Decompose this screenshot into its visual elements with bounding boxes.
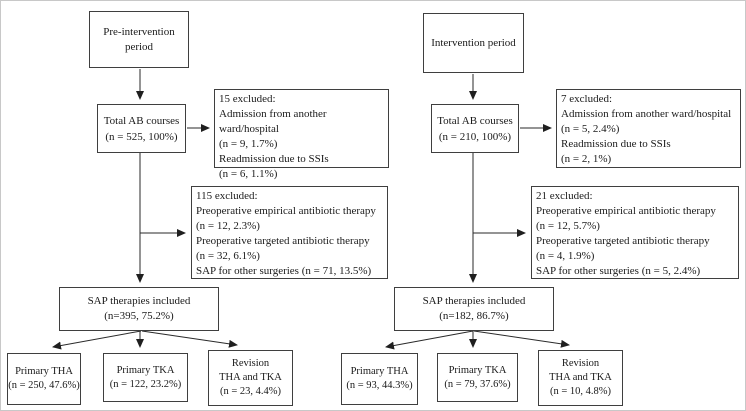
pre-total-title: Total AB courses xyxy=(103,114,180,127)
excluded-line: SAP for other surgeries (n = 5, 2.4%) xyxy=(536,265,701,277)
outcome-title: Primary THA xyxy=(350,366,409,377)
excluded-line: Readmission due to SSIs xyxy=(219,153,329,165)
outcome-count: (n = 23, 4.4%) xyxy=(219,386,282,397)
pre-primary-tka-box: Primary TKA (n = 122, 23.2%) xyxy=(103,353,188,402)
pre-period-box: Pre-intervention period xyxy=(89,11,189,68)
excluded-line: Preoperative empirical antibiotic therap… xyxy=(196,205,376,217)
excluded-line: Admission from another ward/hospital xyxy=(219,108,327,135)
pre-total-count: (n = 525, 100%) xyxy=(105,130,178,143)
excluded-line: (n = 6, 1.1%) xyxy=(219,168,278,180)
excluded-line: SAP for other surgeries (n = 71, 13.5%) xyxy=(196,265,372,277)
outcome-count: (n = 93, 44.3%) xyxy=(346,380,413,391)
excluded-line: 15 excluded: xyxy=(219,93,276,105)
int-total-title: Total AB courses xyxy=(437,114,513,127)
int-total-box: Total AB courses (n = 210, 100%) xyxy=(431,104,519,153)
pre-primary-tha-box: Primary THA (n = 250, 47.6%) xyxy=(7,353,81,405)
int-revision-box: Revision THA and TKA (n = 10, 4.8%) xyxy=(538,350,623,406)
outcome-title: Revision xyxy=(561,358,600,369)
outcome-title: Revision xyxy=(231,358,270,369)
pre-excluded-therapy-box: 115 excluded: Preoperative empirical ant… xyxy=(191,186,388,279)
excluded-line: Preoperative targeted antibiotic therapy xyxy=(536,235,710,247)
outcome-title: Primary THA xyxy=(15,366,73,377)
excluded-line: Preoperative targeted antibiotic therapy xyxy=(196,235,370,247)
outcome-count: (n = 79, 37.6%) xyxy=(444,378,511,390)
int-sap-box: SAP therapies included (n=182, 86.7%) xyxy=(394,287,554,331)
excluded-line: 21 excluded: xyxy=(536,190,593,202)
excluded-line: (n = 32, 6.1%) xyxy=(196,250,260,262)
excluded-line: Readmission due to SSIs xyxy=(561,138,671,150)
pre-revision-box: Revision THA and TKA (n = 23, 4.4%) xyxy=(208,350,293,406)
excluded-line: 7 excluded: xyxy=(561,93,613,105)
outcome-count: (n = 250, 47.6%) xyxy=(8,380,80,391)
outcome-title: THA and TKA xyxy=(219,372,282,383)
pre-sap-box: SAP therapies included (n=395, 75.2%) xyxy=(59,287,219,331)
pre-total-box: Total AB courses (n = 525, 100%) xyxy=(97,104,186,153)
int-period-box: Intervention period xyxy=(423,13,524,73)
excluded-line: (n = 12, 5.7%) xyxy=(536,220,600,232)
int-period-label: Intervention period xyxy=(431,36,516,49)
int-excluded-therapy-box: 21 excluded: Preoperative empirical anti… xyxy=(531,186,739,279)
sap-count: (n=395, 75.2%) xyxy=(104,310,174,322)
int-primary-tha-box: Primary THA (n = 93, 44.3%) xyxy=(341,353,418,405)
excluded-line: (n = 4, 1.9%) xyxy=(536,250,595,262)
pre-excluded-admission-box: 15 excluded: Admission from another ward… xyxy=(214,89,389,180)
excluded-line: Preoperative empirical antibiotic therap… xyxy=(536,205,716,217)
sap-title: SAP therapies included xyxy=(422,295,526,307)
excluded-line: (n = 2, 1%) xyxy=(561,153,612,165)
sap-title: SAP therapies included xyxy=(87,295,191,307)
excluded-line: (n = 12, 2.3%) xyxy=(196,220,260,232)
outcome-count: (n = 122, 23.2%) xyxy=(109,378,182,390)
excluded-line: Admission from another ward/hospital xyxy=(561,108,732,120)
outcome-title: Primary TKA xyxy=(116,364,175,376)
int-total-count: (n = 210, 100%) xyxy=(438,130,512,143)
sap-count: (n=182, 86.7%) xyxy=(439,310,509,322)
excluded-line: (n = 5, 2.4%) xyxy=(561,123,620,135)
int-primary-tka-box: Primary TKA (n = 79, 37.6%) xyxy=(437,353,518,402)
outcome-count: (n = 10, 4.8%) xyxy=(549,386,612,397)
pre-period-label: Pre-intervention period xyxy=(103,25,175,53)
excluded-line: (n = 9, 1.7%) xyxy=(219,138,278,150)
int-excluded-admission-box: 7 excluded: Admission from another ward/… xyxy=(556,89,741,168)
outcome-title: THA and TKA xyxy=(549,372,612,383)
outcome-title: Primary TKA xyxy=(448,364,507,376)
excluded-line: 115 excluded: xyxy=(196,190,258,202)
